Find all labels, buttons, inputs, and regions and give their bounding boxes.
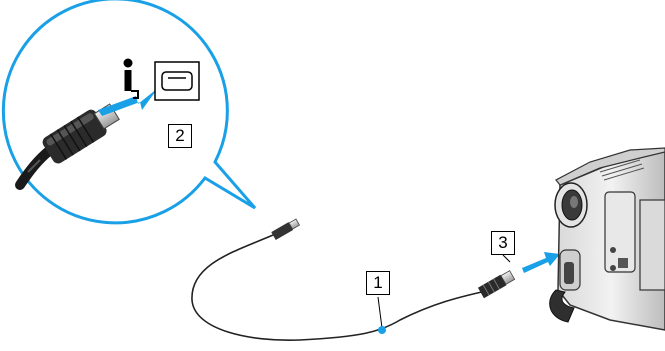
camera-callout-pointer bbox=[502, 254, 511, 263]
camera-callout-label: 3 bbox=[491, 231, 515, 255]
magnified-callout bbox=[1, 0, 257, 225]
ieee1394-cable bbox=[191, 218, 516, 342]
camera-insert-arrow-icon bbox=[522, 252, 560, 273]
ieee1394-port-icon bbox=[154, 61, 200, 101]
cable-callout-label: 1 bbox=[366, 271, 390, 295]
callout-outline bbox=[1, 0, 257, 225]
insert-arrow-icon bbox=[98, 88, 158, 116]
cable-callout-pointer bbox=[377, 296, 386, 334]
video-camera-icon bbox=[549, 147, 665, 331]
port-callout-label: 2 bbox=[168, 124, 192, 148]
i-link-icon bbox=[123, 58, 139, 99]
